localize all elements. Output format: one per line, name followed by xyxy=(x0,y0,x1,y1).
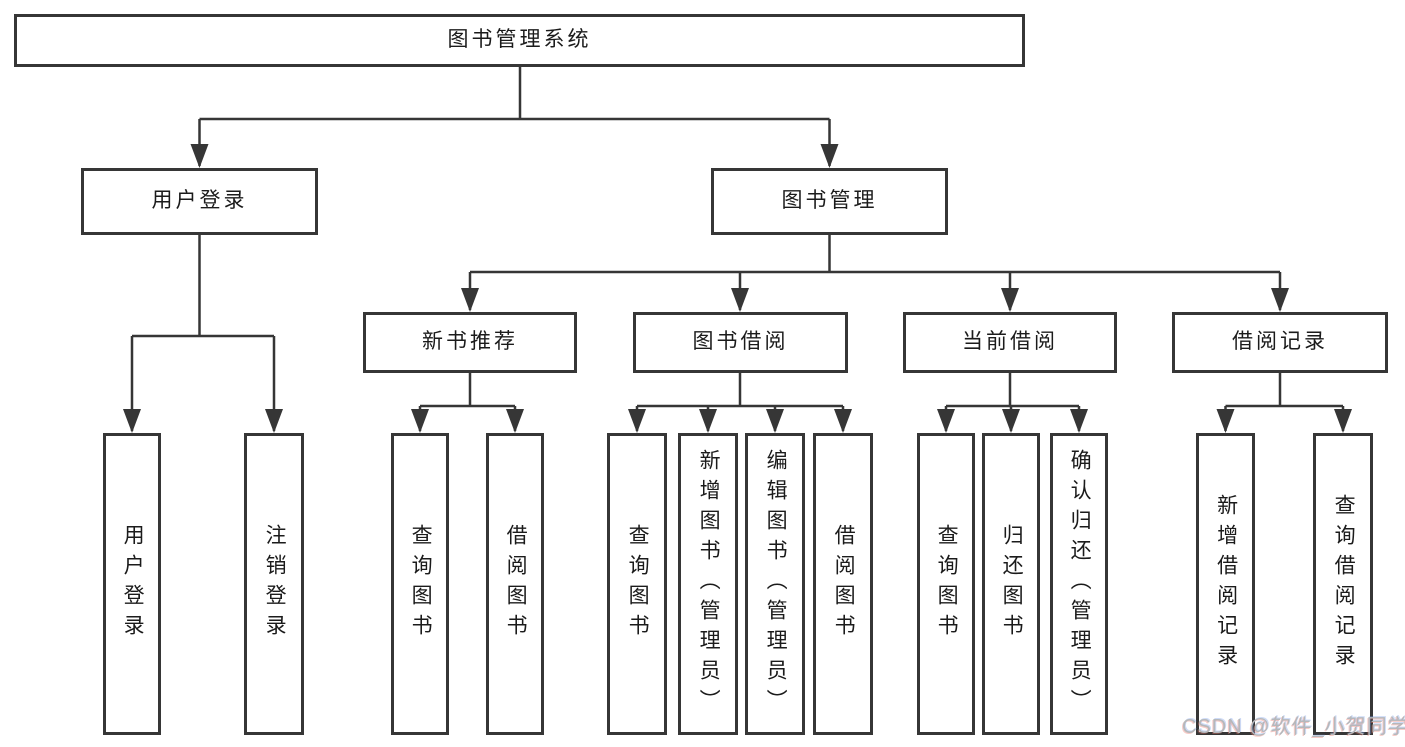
leaf-borrow-books-1: 借阅图书 xyxy=(486,433,544,735)
leaf-query-books-2: 查询图书 xyxy=(607,433,667,735)
leaf-query-books-1: 查询图书 xyxy=(391,433,449,735)
leaf-return-book: 归还图书 xyxy=(982,433,1040,735)
leaf-logout-login: 注销登录 xyxy=(244,433,304,735)
node-user-login: 用户登录 xyxy=(81,168,318,235)
leaf-user-login: 用户登录 xyxy=(103,433,161,735)
node-book-borrowing: 图书借阅 xyxy=(633,312,848,373)
tree-edges xyxy=(130,67,1345,431)
node-current-borrowing: 当前借阅 xyxy=(903,312,1117,373)
leaf-query-borrow-record: 查询借阅记录 xyxy=(1313,433,1373,735)
node-new-book-recommend: 新书推荐 xyxy=(363,312,577,373)
node-root: 图书管理系统 xyxy=(14,14,1025,67)
leaf-confirm-return-admin: 确认归还（管理员） xyxy=(1050,433,1108,735)
node-borrowing-records: 借阅记录 xyxy=(1172,312,1388,373)
csdn-watermark: CSDN @软件_小贺同学 xyxy=(1182,716,1405,738)
arrowhead-icons xyxy=(123,144,1352,433)
leaf-borrow-books-2: 借阅图书 xyxy=(813,433,873,735)
leaf-query-books-3: 查询图书 xyxy=(917,433,975,735)
leaf-add-book-admin: 新增图书（管理员） xyxy=(678,433,738,735)
node-book-management: 图书管理 xyxy=(711,168,948,235)
leaf-add-borrow-record: 新增借阅记录 xyxy=(1196,433,1255,735)
leaf-edit-book-admin: 编辑图书（管理员） xyxy=(745,433,805,735)
